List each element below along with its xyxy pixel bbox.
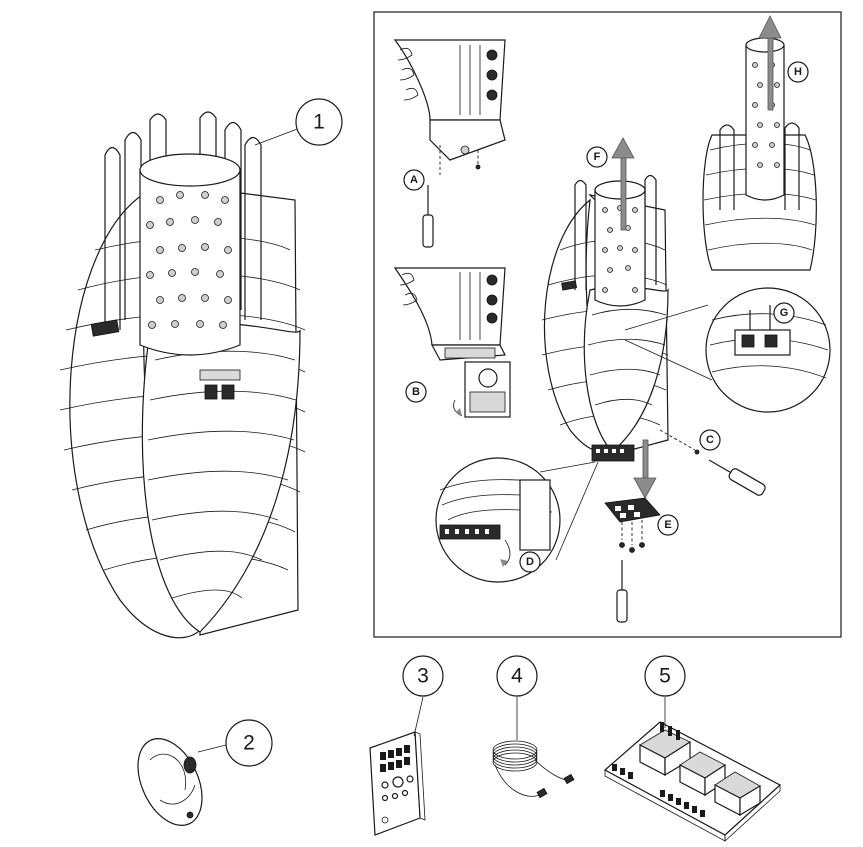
callout-5: 5 xyxy=(644,655,686,728)
callout-3: 3 xyxy=(402,655,444,737)
sauna-heater-illustration xyxy=(59,111,306,639)
callout-1-label: 1 xyxy=(313,111,325,134)
power-unit-board xyxy=(603,721,782,842)
perforation-holes xyxy=(146,191,232,329)
step-d-badge: D xyxy=(519,551,541,573)
step-h-label: H xyxy=(794,66,802,78)
data-cable xyxy=(492,740,575,799)
part-e xyxy=(604,497,661,623)
step-c-label: C xyxy=(706,434,714,446)
step-e-label: E xyxy=(664,519,671,531)
step-d-label: D xyxy=(526,556,534,568)
step-a-badge: A xyxy=(403,169,425,191)
step-b-label: B xyxy=(412,386,420,398)
step-g-label: G xyxy=(780,307,789,319)
control-panel xyxy=(369,731,426,836)
callout-2: 2 xyxy=(197,719,273,767)
step-f-badge: F xyxy=(586,146,608,168)
detail-a xyxy=(393,39,506,248)
lower-arrow xyxy=(633,477,657,499)
callout-4-label: 4 xyxy=(511,665,523,688)
step-h-badge: H xyxy=(787,61,809,83)
detail-h xyxy=(702,15,817,271)
detail-d xyxy=(435,457,599,583)
callout-5-label: 5 xyxy=(659,665,671,688)
detail-heater xyxy=(541,137,700,499)
lift-arrow-f xyxy=(611,137,635,159)
callout-1: 1 xyxy=(295,98,343,146)
step-g-badge: G xyxy=(773,302,795,324)
callout-3-label: 3 xyxy=(417,665,429,688)
installation-detail-frame xyxy=(373,11,842,638)
detail-g xyxy=(624,287,831,413)
step-f-label: F xyxy=(594,151,601,163)
callout-2-label: 2 xyxy=(243,732,255,755)
step-e-badge: E xyxy=(657,514,679,536)
callout-4: 4 xyxy=(496,655,538,740)
temperature-sensor xyxy=(137,738,203,826)
lift-arrow-h xyxy=(758,15,782,39)
step-c-badge: C xyxy=(699,429,721,451)
step-a-label: A xyxy=(410,174,418,186)
screwdriver-c xyxy=(708,459,766,496)
step-b-badge: B xyxy=(405,381,427,403)
detail-b xyxy=(393,267,511,418)
